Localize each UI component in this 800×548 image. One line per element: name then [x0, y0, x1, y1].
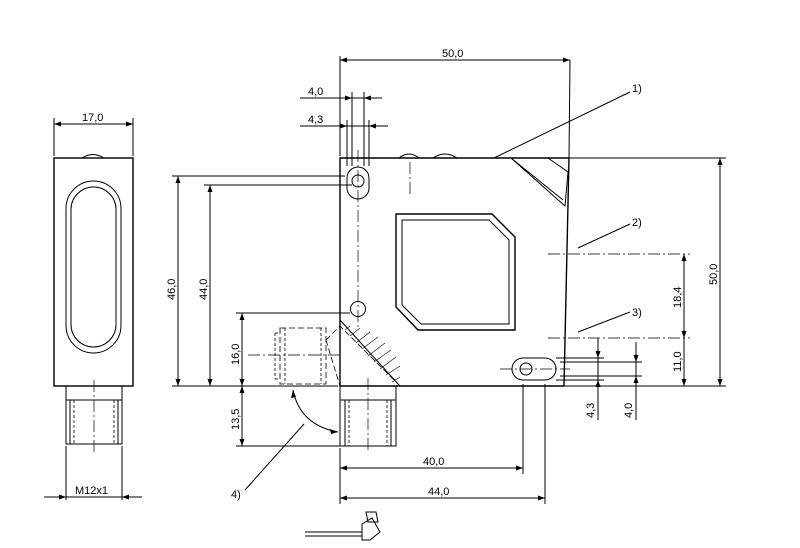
- front-view: [248, 59, 690, 541]
- callouts: 1) 2) 3) 4): [231, 83, 642, 501]
- dim-50-right: 50,0: [708, 264, 720, 285]
- lens-window-outline: [65, 180, 122, 354]
- dim-4-3-top: 4,3: [308, 114, 323, 126]
- dim-16: 16,0: [230, 344, 242, 365]
- dim-44-vertical: 44,0: [198, 279, 210, 300]
- dim-m12x1: M12x1: [75, 485, 108, 497]
- dim-40: 40,0: [423, 456, 444, 468]
- dim-50-top: 50,0: [442, 48, 463, 60]
- callout-2: 2): [632, 217, 642, 229]
- side-view: 17,0 M12x1: [44, 112, 142, 500]
- dim-46: 46,0: [166, 279, 178, 300]
- dim-4-0-bottom: 4,0: [623, 403, 635, 418]
- dim-13-5: 13,5: [230, 409, 242, 430]
- dim-18-4: 18,4: [672, 287, 684, 308]
- dim-4-0-top: 4,0: [308, 86, 323, 98]
- dimension-lines: 50,0 4,0 4,3 46,0 44,0 16,0 13,5: [166, 48, 726, 504]
- dim-44-horizontal: 44,0: [428, 486, 449, 498]
- callout-3: 3): [632, 307, 642, 319]
- callout-1: 1): [632, 83, 642, 95]
- callout-4: 4): [231, 489, 241, 501]
- dim-11: 11,0: [672, 351, 684, 372]
- dim-4-3-bottom: 4,3: [585, 403, 597, 418]
- dim-17: 17,0: [82, 112, 103, 124]
